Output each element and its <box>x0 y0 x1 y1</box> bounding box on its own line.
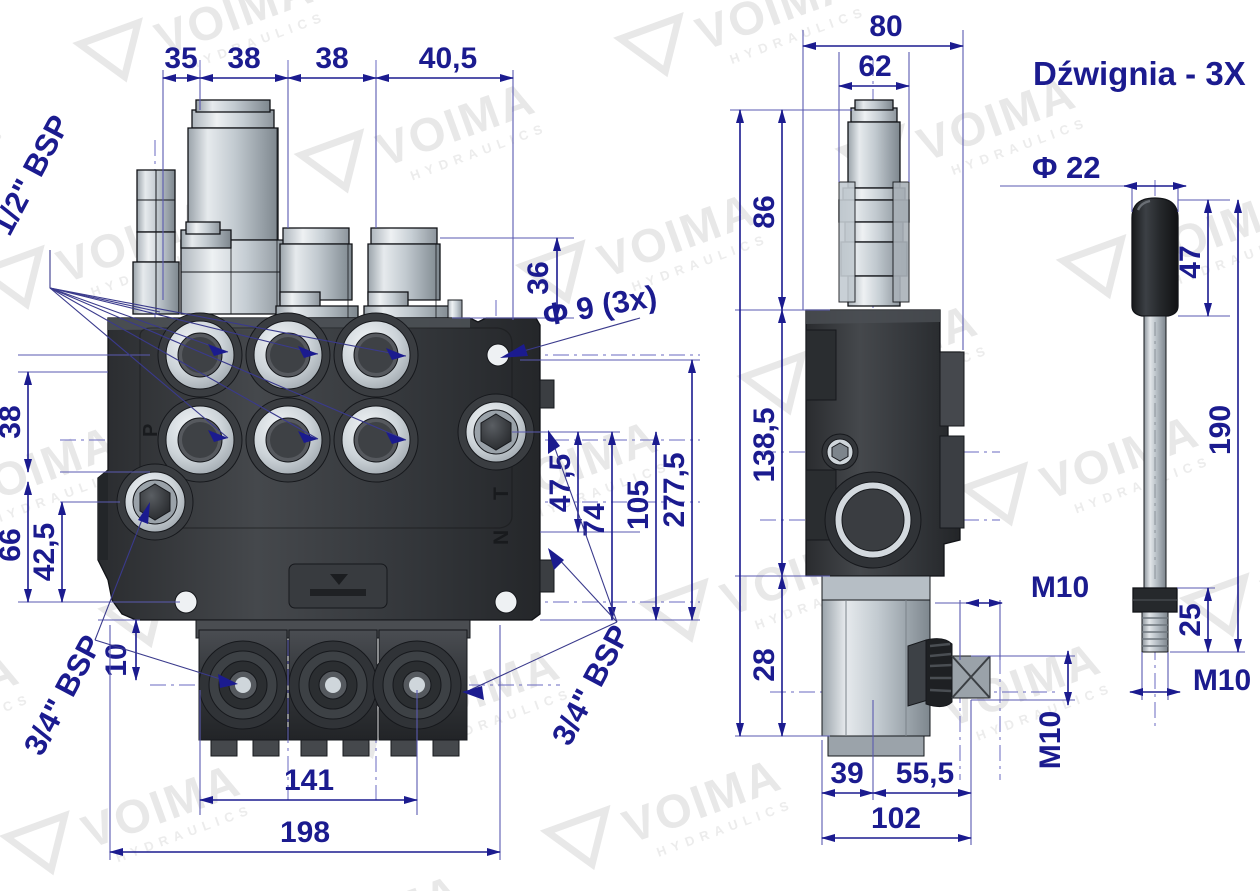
dim-35: 35 <box>164 42 197 75</box>
dim-86-text: 86 <box>748 195 781 228</box>
dim-m10-c-text: M10 <box>1193 664 1251 697</box>
lever-thread <box>1141 611 1169 653</box>
dim-36-text: 36 <box>522 261 555 294</box>
dim-80: 80 <box>802 10 964 50</box>
port-row-lower <box>157 397 419 483</box>
bottom-work-ports <box>195 619 471 757</box>
valve-cap-2 <box>275 227 359 319</box>
dim-m10-a-text: M10 <box>1031 571 1089 604</box>
dim-105: 105 <box>622 480 655 530</box>
dim-m10-horizontal: M10 <box>935 571 1089 660</box>
dim-39-text: 39 <box>830 757 863 790</box>
valve-main-block: P T N <box>97 312 555 621</box>
lever-rod <box>1143 315 1167 589</box>
dim-190: 190 <box>1178 199 1245 653</box>
dim-42-5: 42,5 <box>28 501 120 603</box>
dim-phi-22-text: Φ 22 <box>1032 150 1101 185</box>
dim-38-a: 38 <box>227 42 260 75</box>
dim-80-text: 80 <box>869 10 902 43</box>
dim-25: 25 <box>1170 587 1215 653</box>
half-bsp-fitting <box>132 169 180 315</box>
nameplate <box>288 563 388 609</box>
dim-10: 10 <box>98 619 140 681</box>
dim-138-5-text: 138,5 <box>748 407 781 482</box>
dim-36: 36 <box>440 237 574 319</box>
valve-cap-3 <box>363 227 463 319</box>
side-view-geometry <box>760 60 1060 790</box>
dim-side-bottom-chain: 39 55,5 102 <box>821 700 972 845</box>
note-half-bsp-text: 1/2" BSP <box>0 109 77 240</box>
dim-62-text: 62 <box>858 50 891 83</box>
dim-m10-vertical: M10 <box>971 650 1075 769</box>
dim-47: 47 <box>1174 199 1230 317</box>
dim-phi-22: Φ 22 <box>1000 150 1187 212</box>
note-hole-dia-text: Φ 9 (3x) <box>540 278 659 332</box>
dim-62: 62 <box>838 50 910 90</box>
lever-nut <box>1132 587 1178 613</box>
side-spool-housing <box>821 575 991 757</box>
port-label-n: N <box>490 530 513 545</box>
note-bsp-left-text: 3/4" BSP <box>17 629 109 760</box>
dim-55-5-text: 55,5 <box>896 757 954 790</box>
dim-38-left: 38 <box>0 405 27 438</box>
dim-141: 141 <box>284 764 334 797</box>
dim-277-5: 277,5 <box>658 452 691 527</box>
dim-40-5: 40,5 <box>419 42 477 75</box>
relief-valve-cartridge <box>180 99 286 315</box>
port-label-p: P <box>140 424 162 437</box>
side-cartridge <box>838 99 910 307</box>
dim-74: 74 <box>578 503 611 537</box>
port-row-upper <box>157 312 419 398</box>
dim-side-left-chain: 86 138,5 28 <box>730 109 852 737</box>
port-label-t: T <box>490 487 513 500</box>
dim-25-text: 25 <box>1174 603 1207 636</box>
dim-m10-lever: M10 <box>1129 652 1251 700</box>
dim-10-text: 10 <box>100 643 133 676</box>
dim-42-5-text: 42,5 <box>28 523 61 581</box>
port-plug-left <box>116 463 194 541</box>
lever-detail: Dźwignia - 3X <box>1000 55 1251 730</box>
port-plug-right <box>457 393 535 471</box>
dim-38-b: 38 <box>315 42 348 75</box>
dim-m10-b-text: M10 <box>1034 711 1067 769</box>
dim-47-text: 47 <box>1174 245 1207 278</box>
mounting-holes <box>174 343 518 614</box>
side-view-dimensions: 80 62 86 138,5 28 <box>730 10 1089 845</box>
dim-102-text: 102 <box>871 802 921 835</box>
dim-top-chain: 35 38 38 40,5 <box>162 42 514 82</box>
side-main-body <box>805 309 965 577</box>
dim-198: 198 <box>280 816 330 849</box>
dim-28-text: 28 <box>748 648 781 681</box>
dim-right-chain: 47,5 74 105 277,5 <box>512 359 700 621</box>
lever-knob <box>1131 197 1179 317</box>
lever-title: Dźwignia - 3X <box>1033 55 1246 92</box>
front-view-geometry: P T N <box>60 60 700 800</box>
dim-190-text: 190 <box>1204 405 1237 455</box>
dim-bottom-chain: 141 198 <box>109 625 501 860</box>
dim-66: 66 <box>0 528 27 561</box>
dim-left-chain: 38 66 <box>0 354 180 603</box>
